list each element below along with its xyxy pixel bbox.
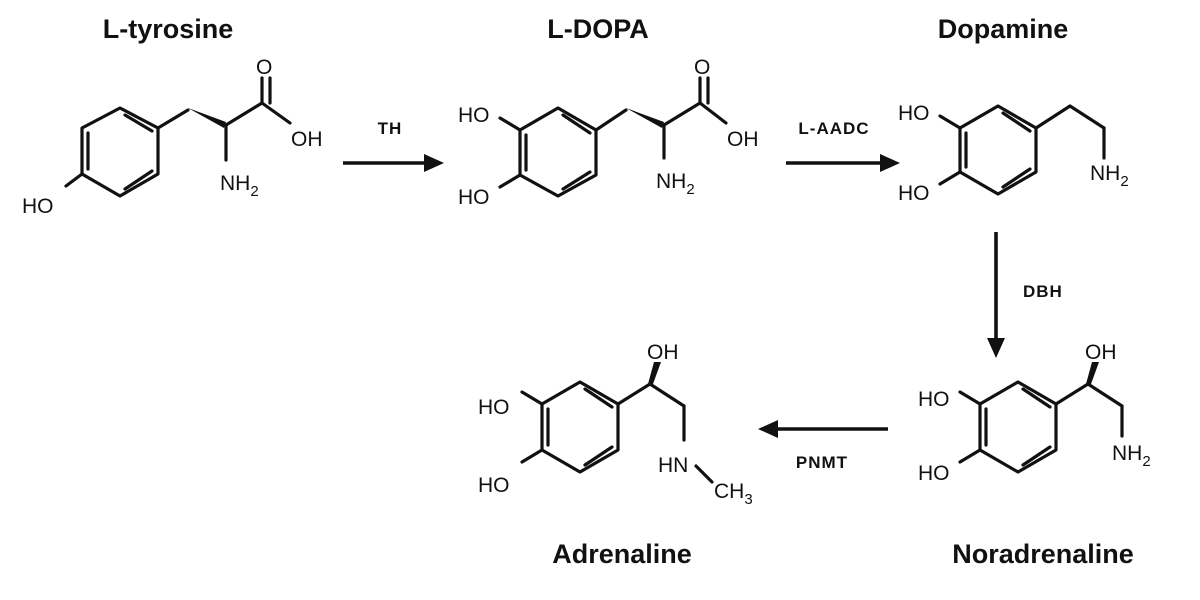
stereo-wedge-bond (188, 108, 226, 128)
structure-l-dopa: O OH HO HO NH2 (458, 56, 759, 209)
atom-amine-nh2: NH2 (220, 172, 259, 200)
benzene-ring (540, 380, 620, 474)
stereo-wedge-bond (648, 362, 661, 384)
benzene-ring (518, 106, 598, 198)
atom-carbonyl-o: O (694, 56, 710, 79)
benzene-ring (958, 104, 1038, 196)
atom-hydroxyl-ho-upper: HO (458, 104, 490, 127)
enzyme-label-dbh: DBH (1023, 282, 1063, 301)
atom-amine-hn: HN (658, 454, 688, 477)
reaction-arrow-dbh (987, 232, 1005, 358)
compound-title-noradrenaline: Noradrenaline (952, 539, 1134, 569)
atom-amine-nh2: NH2 (1090, 162, 1129, 190)
atom-hydroxyl-ho-lower: HO (478, 474, 510, 497)
structure-l-tyrosine: O OH HO NH2 (22, 56, 323, 218)
structure-adrenaline: OH HO HO HN CH3 (478, 341, 753, 508)
atom-amine-nh2: NH2 (656, 170, 695, 198)
atom-carboxyl-oh: OH (727, 128, 759, 151)
reaction-arrow-l-aadc (786, 154, 900, 172)
atom-methyl-ch3: CH3 (714, 480, 753, 508)
atom-hydroxyl-ho-lower: HO (458, 186, 490, 209)
atom-amine-nh2: NH2 (1112, 442, 1151, 470)
atom-hydroxyl-oh-side-chain: OH (1085, 341, 1117, 364)
stereo-wedge-bond (626, 108, 664, 128)
compound-title-l-tyrosine: L-tyrosine (103, 14, 234, 44)
reaction-arrow-th (343, 154, 444, 172)
reaction-arrow-pnmt (758, 420, 888, 438)
n-methyl-bond (694, 464, 714, 484)
atom-carbonyl-o: O (256, 56, 272, 79)
compound-title-dopamine: Dopamine (938, 14, 1069, 44)
enzyme-label-th: TH (378, 119, 403, 138)
structure-dopamine: HO HO NH2 (898, 102, 1129, 205)
benzene-ring (978, 380, 1058, 474)
compound-title-l-dopa: L-DOPA (547, 14, 649, 44)
atom-hydroxyl-ho-upper: HO (478, 396, 510, 419)
atom-hydroxyl-ho-lower: HO (918, 462, 950, 485)
enzyme-label-l-aadc: L-AADC (798, 119, 869, 138)
atom-hydroxyl-ho-upper: HO (918, 388, 950, 411)
atom-hydroxyl-ho-upper: HO (898, 102, 930, 125)
atom-carboxyl-oh: OH (291, 128, 323, 151)
benzene-ring (80, 106, 160, 198)
compound-title-adrenaline: Adrenaline (552, 539, 692, 569)
atom-hydroxyl-ho-lower: HO (898, 182, 930, 205)
atom-hydroxyl-oh-side-chain: OH (647, 341, 679, 364)
stereo-wedge-bond (1086, 362, 1099, 384)
structure-noradrenaline: OH HO HO NH2 (918, 341, 1151, 485)
atom-hydroxyl-ho: HO (22, 195, 54, 218)
enzyme-label-pnmt: PNMT (796, 453, 848, 472)
